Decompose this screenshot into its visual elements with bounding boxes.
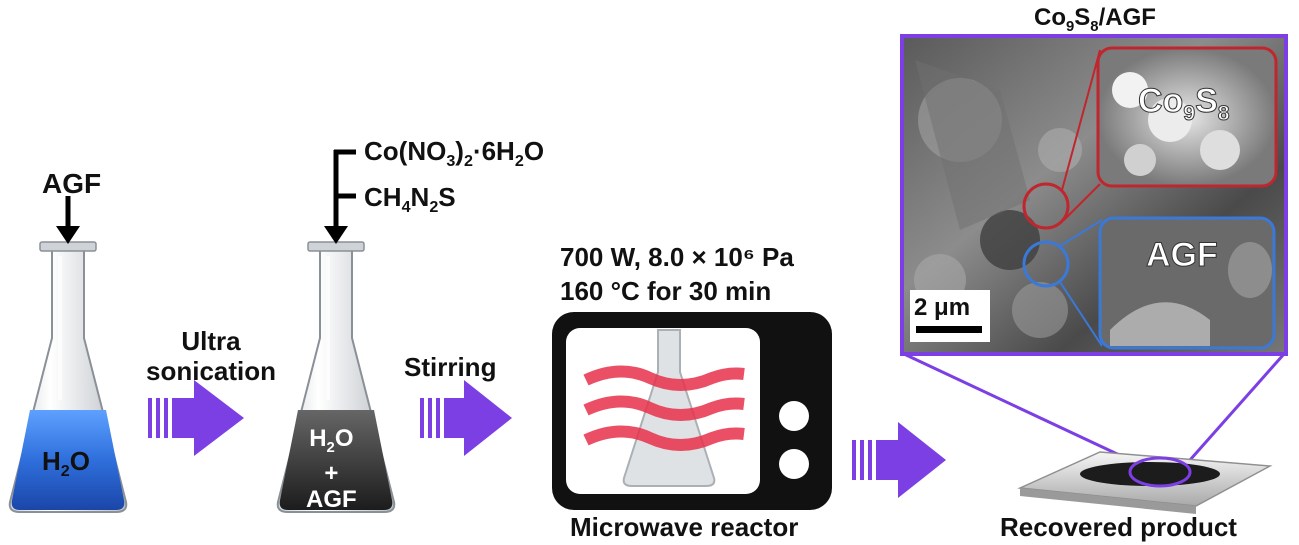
conditions-line2: 160 °C for 30 min — [560, 276, 772, 306]
sem-image — [900, 34, 1288, 356]
flask-dispersion — [276, 241, 396, 513]
agf-input-arrow — [56, 196, 80, 244]
flask-water — [8, 241, 128, 513]
process-arrow-3 — [852, 422, 946, 498]
reactor-label: Microwave reactor — [570, 512, 799, 542]
step1-line2: sonication — [146, 356, 277, 386]
flask2-plus: + — [324, 459, 339, 487]
zoom-lines — [903, 352, 1286, 462]
product-plate — [1017, 451, 1273, 514]
reagent1-label: Co(NO3)2·6H2O — [364, 136, 545, 171]
process-arrow-1 — [148, 380, 244, 456]
inset-agf-label: AGF — [1146, 236, 1219, 275]
sem-title: Co9S8/AGF — [1034, 4, 1156, 35]
reagent2-label: CH4N2S — [364, 182, 456, 217]
inset-co9s8-label: Co9S8 — [1137, 82, 1230, 126]
conditions-label: 700 W, 8.0 × 10⁶ Pa 160 °C for 30 min — [560, 240, 794, 308]
scale-bar-label: 2 μm — [914, 294, 971, 321]
reagent-addition-arrow — [324, 149, 356, 244]
product-label: Recovered product — [1000, 512, 1237, 542]
flask2-content-label: H2O + AGF — [306, 425, 357, 513]
step1-line1: Ultra — [181, 326, 241, 356]
conditions-line1: 700 W, 8.0 × 10⁶ Pa — [560, 242, 794, 272]
ultrasonication-label: Ultra sonication — [146, 326, 276, 386]
flask1-content-label: H2O — [42, 446, 90, 481]
process-arrow-2 — [420, 380, 512, 456]
flask2-agf: AGF — [306, 485, 357, 513]
agf-input-label: AGF — [42, 168, 102, 199]
stirring-label: Stirring — [404, 352, 497, 382]
microwave-reactor — [552, 312, 832, 510]
